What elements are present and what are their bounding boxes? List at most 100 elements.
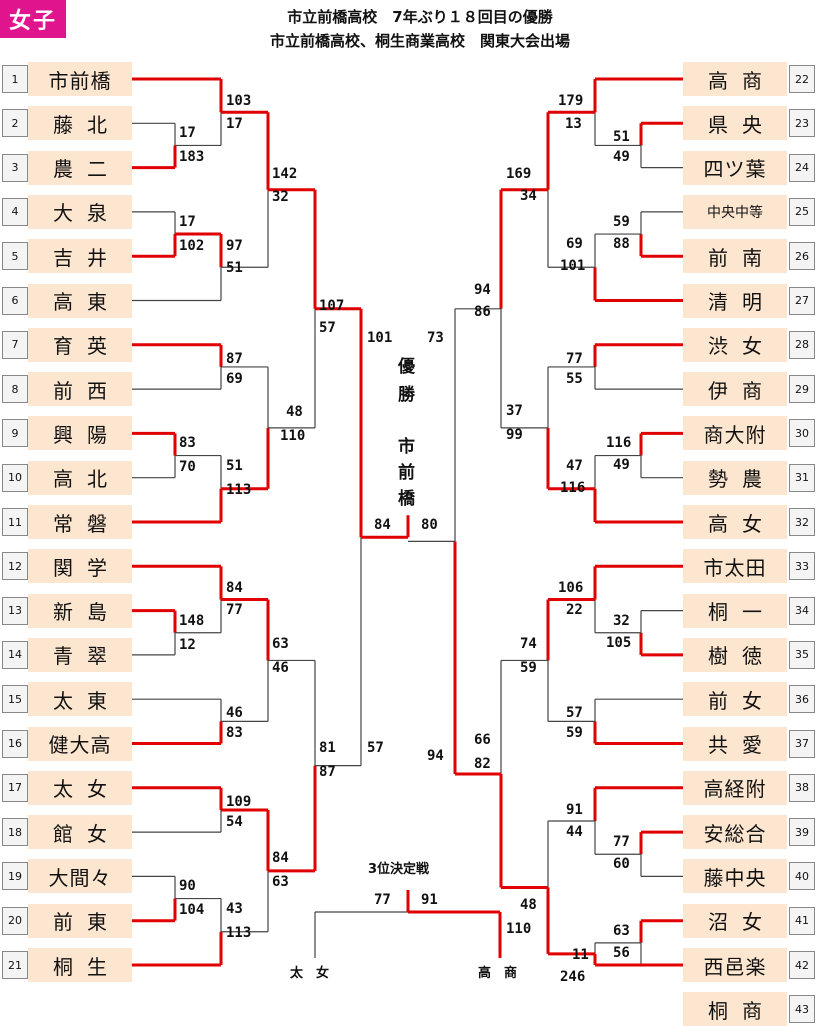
match-score: 69 bbox=[566, 236, 583, 253]
team-name: 沼女 bbox=[683, 903, 787, 938]
match-score: 12 bbox=[179, 636, 196, 653]
champion-label: 勝 bbox=[398, 385, 415, 405]
match-score: 49 bbox=[613, 149, 630, 166]
match-score: 70 bbox=[179, 459, 196, 476]
match-score: 77 bbox=[566, 350, 583, 367]
match-score: 101 bbox=[367, 329, 393, 346]
team-name: 市太田 bbox=[683, 549, 787, 584]
team-number: 20 bbox=[2, 906, 28, 935]
team-number: 30 bbox=[789, 419, 815, 448]
team-name: 清明 bbox=[683, 283, 787, 318]
match-score: 63 bbox=[272, 873, 289, 890]
team-number: 23 bbox=[789, 109, 815, 138]
match-score: 48 bbox=[520, 897, 537, 914]
match-score: 81 bbox=[319, 740, 336, 757]
team-name: 興陽 bbox=[28, 416, 132, 451]
team-name: 吉井 bbox=[28, 239, 132, 274]
team-name: 太女 bbox=[28, 770, 132, 805]
match-score: 94 bbox=[427, 747, 444, 764]
match-score: 83 bbox=[226, 725, 243, 742]
match-score: 99 bbox=[506, 426, 523, 443]
match-score: 37 bbox=[506, 402, 523, 419]
team-name: 館女 bbox=[28, 815, 132, 850]
match-score: 77 bbox=[613, 834, 630, 851]
match-score: 43 bbox=[226, 900, 243, 917]
match-score: 59 bbox=[520, 659, 537, 676]
team-number: 39 bbox=[789, 818, 815, 847]
match-score: 110 bbox=[506, 921, 532, 938]
match-score: 69 bbox=[226, 370, 243, 387]
match-score: 84 bbox=[272, 849, 289, 866]
team-number: 31 bbox=[789, 463, 815, 492]
match-score: 109 bbox=[226, 793, 252, 810]
match-score: 103 bbox=[226, 93, 252, 109]
match-score: 82 bbox=[474, 756, 491, 773]
match-score: 116 bbox=[606, 435, 632, 452]
team-number: 4 bbox=[2, 197, 28, 226]
match-score: 22 bbox=[566, 602, 583, 619]
team-number: 6 bbox=[2, 286, 28, 315]
match-score: 54 bbox=[226, 813, 243, 830]
match-score: 77 bbox=[374, 892, 391, 908]
team-name: 高経附 bbox=[683, 770, 787, 805]
team-number: 36 bbox=[789, 685, 815, 714]
match-score: 142 bbox=[272, 166, 298, 183]
match-score: 91 bbox=[421, 892, 438, 908]
team-name: 桐商 bbox=[683, 992, 787, 1026]
team-number: 40 bbox=[789, 862, 815, 891]
match-score: 73 bbox=[427, 329, 444, 346]
match-score: 66 bbox=[474, 732, 491, 749]
champion-name: 前 bbox=[398, 463, 415, 483]
match-score: 183 bbox=[179, 149, 205, 166]
match-score: 110 bbox=[280, 427, 306, 444]
team-number: 12 bbox=[2, 552, 28, 581]
match-score: 51 bbox=[226, 457, 243, 474]
match-score: 84 bbox=[226, 580, 243, 597]
match-score: 107 bbox=[319, 297, 345, 314]
team-name: 新島 bbox=[28, 593, 132, 628]
match-score: 32 bbox=[613, 612, 630, 629]
team-number: 34 bbox=[789, 596, 815, 625]
match-score: 63 bbox=[613, 922, 630, 939]
team-name: 高女 bbox=[683, 505, 787, 539]
team-name: 渋女 bbox=[683, 327, 787, 362]
match-score: 34 bbox=[520, 188, 537, 205]
team-name: 市前橋 bbox=[28, 62, 132, 96]
team-number: 29 bbox=[789, 375, 815, 404]
match-score: 105 bbox=[606, 634, 632, 651]
team-name: 前女 bbox=[683, 682, 787, 717]
match-score: 80 bbox=[421, 517, 438, 534]
team-name: 桐生 bbox=[28, 948, 132, 982]
page-title: 市立前橋高校 7年ぶり１８回目の優勝 bbox=[287, 8, 553, 26]
match-score: 51 bbox=[613, 129, 630, 146]
match-score: 113 bbox=[226, 924, 252, 941]
match-score: 44 bbox=[566, 823, 583, 840]
team-name: 桐一 bbox=[683, 593, 787, 628]
team-name: 健大高 bbox=[28, 726, 132, 761]
team-number: 17 bbox=[2, 773, 28, 802]
team-number: 28 bbox=[789, 330, 815, 359]
match-score: 17 bbox=[179, 213, 196, 230]
team-name: 高北 bbox=[28, 460, 132, 495]
match-score: 63 bbox=[272, 635, 289, 652]
match-score: 59 bbox=[613, 213, 630, 230]
match-score: 32 bbox=[272, 189, 289, 206]
team-number: 41 bbox=[789, 906, 815, 935]
match-score: 13 bbox=[565, 116, 582, 132]
team-number: 26 bbox=[789, 242, 815, 271]
match-score: 51 bbox=[226, 260, 243, 277]
match-score: 87 bbox=[319, 764, 336, 781]
team-number: 35 bbox=[789, 640, 815, 669]
third-place-title: 3位決定戦 bbox=[368, 862, 430, 877]
match-score: 101 bbox=[560, 258, 586, 275]
match-score: 57 bbox=[566, 705, 583, 722]
team-number: 37 bbox=[789, 729, 815, 758]
match-score: 57 bbox=[367, 739, 384, 756]
team-number: 8 bbox=[2, 375, 28, 404]
match-score: 77 bbox=[226, 602, 243, 619]
match-score: 74 bbox=[520, 635, 537, 652]
team-name: 前南 bbox=[683, 239, 787, 274]
team-number: 3 bbox=[2, 153, 28, 182]
match-score: 104 bbox=[179, 902, 205, 919]
match-score: 46 bbox=[272, 659, 289, 676]
